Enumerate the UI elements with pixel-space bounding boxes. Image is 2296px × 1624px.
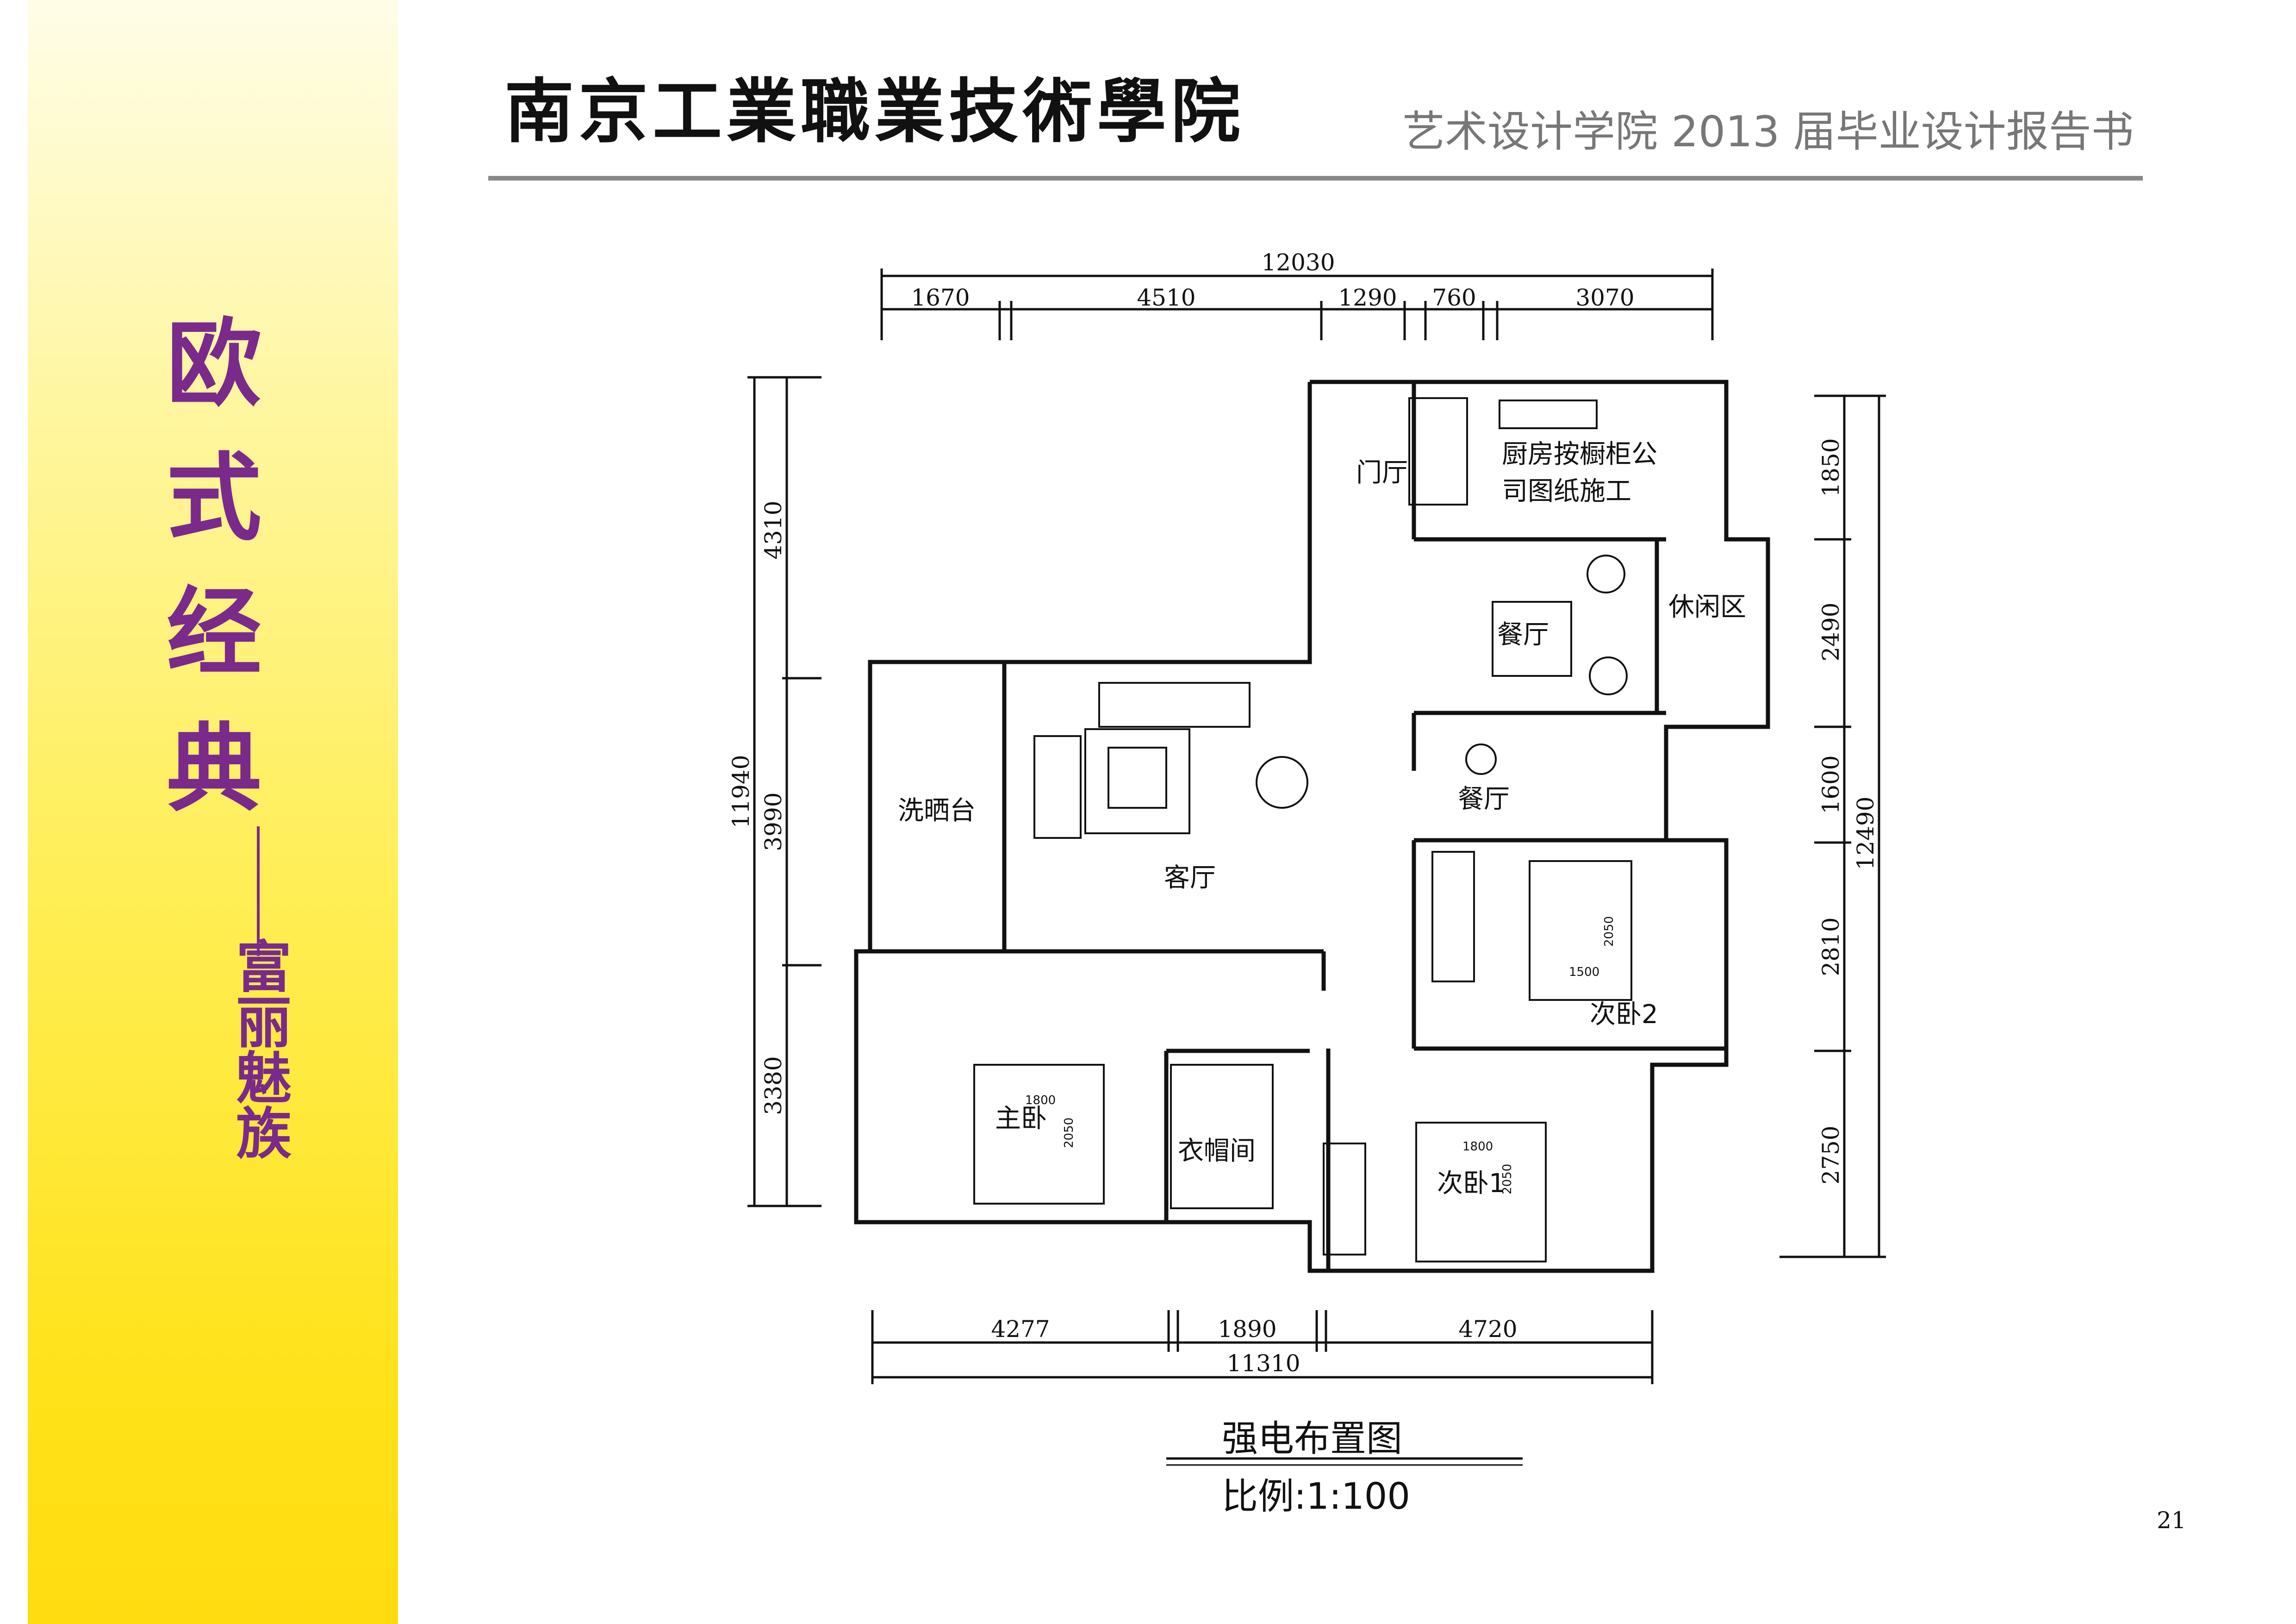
bed-dim: 2050 — [1062, 1118, 1076, 1148]
room-label-dining: 餐厅 — [1497, 620, 1549, 650]
bed-dim: 1800 — [1025, 1093, 1056, 1107]
school-name: 南京工業職業技術學院 — [504, 71, 1245, 152]
room-label-kitchen: 司图纸施工 — [1502, 476, 1631, 506]
vertical-subtitle-char: 富 — [236, 935, 292, 1000]
dim-top-seg: 1290 — [1338, 284, 1397, 311]
dim-right-seg: 1600 — [1817, 755, 1844, 814]
caption-underline — [1166, 1457, 1523, 1460]
dim-left-seg: 4310 — [760, 500, 787, 559]
dim-top-seg: 3070 — [1575, 284, 1634, 311]
dim-right-total: 12490 — [1852, 796, 1879, 870]
vertical-title-char: 典 — [167, 714, 261, 824]
vertical-subtitle-char: 魅 — [236, 1046, 292, 1111]
vertical-title-char: 式 — [167, 443, 261, 554]
dim-bottom-seg: 4720 — [1458, 1316, 1517, 1343]
room-label-dining2: 餐厅 — [1458, 784, 1510, 814]
dim-top-total: 12030 — [1261, 249, 1335, 276]
caption-underline — [1166, 1464, 1523, 1466]
drawing-scale: 比例:1:100 — [1222, 1476, 1411, 1518]
room-label-cloakroom: 衣帽间 — [1178, 1136, 1256, 1166]
sidebar-panel: 欧 式 经 典 — [28, 0, 398, 1624]
dim-left-total: 11940 — [728, 755, 754, 828]
dim-left-seg: 3990 — [760, 792, 787, 851]
bed-dim: 2050 — [1602, 916, 1616, 947]
room-label-master-bedroom: 主卧 — [995, 1104, 1047, 1134]
vertical-subtitle-char: 丽 — [236, 990, 292, 1056]
dim-right-seg: 2490 — [1817, 602, 1844, 661]
dim-bottom-total: 11310 — [1226, 1350, 1300, 1377]
room-label-kitchen: 厨房按橱柜公 — [1502, 439, 1657, 469]
room-label-second-bedroom-2: 次卧2 — [1590, 999, 1658, 1030]
dim-top-seg: 1670 — [911, 284, 970, 311]
room-label-entrance: 门厅 — [1356, 458, 1408, 488]
subtitle-dash — [257, 826, 260, 956]
room-label-laundry: 洗晒台 — [898, 796, 976, 826]
dim-right-seg: 2750 — [1817, 1125, 1844, 1184]
page-number: 21 — [2157, 1507, 2186, 1534]
dim-right-seg: 1850 — [1817, 438, 1844, 497]
room-label-second-bedroom-1: 次卧1 — [1437, 1168, 1506, 1199]
dim-bottom-seg: 1890 — [1218, 1316, 1276, 1343]
dim-bottom-seg: 4277 — [991, 1316, 1050, 1343]
dim-right-seg: 2810 — [1817, 917, 1844, 976]
bed-dim: 2050 — [1500, 1164, 1514, 1194]
vertical-subtitle-char: 族 — [236, 1101, 292, 1167]
dim-top-seg: 4510 — [1137, 284, 1195, 311]
report-title: 艺术设计学院 2013 届毕业设计报告书 — [1402, 107, 2134, 156]
dim-top-seg: 760 — [1432, 284, 1476, 311]
dim-left-seg: 3380 — [760, 1056, 787, 1115]
room-label-living: 客厅 — [1164, 863, 1216, 893]
bed-dim: 1800 — [1462, 1140, 1493, 1154]
room-label-leisure: 休闲区 — [1668, 592, 1746, 622]
header-divider — [488, 176, 2143, 181]
vertical-title-char: 欧 — [167, 309, 261, 419]
bed-dim: 1500 — [1569, 965, 1599, 979]
vertical-title-char: 经 — [167, 578, 261, 688]
drawing-title: 强电布置图 — [1222, 1418, 1403, 1460]
